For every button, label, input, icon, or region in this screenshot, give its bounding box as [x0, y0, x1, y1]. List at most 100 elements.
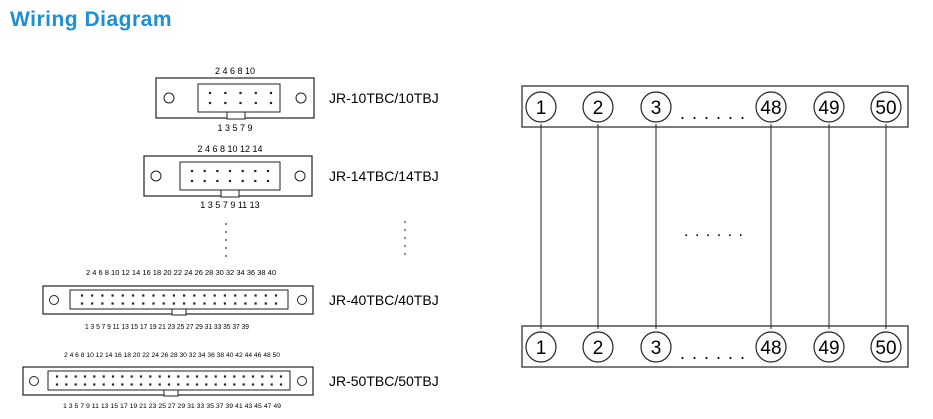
pin-dot [234, 294, 237, 297]
pin-dot [183, 302, 186, 305]
pin-dot [83, 383, 87, 386]
pin-dot [121, 302, 124, 305]
pin-dot [241, 179, 244, 183]
terminal: 50 [870, 91, 902, 123]
pin-dot [162, 302, 165, 305]
terminal: 50 [870, 331, 902, 363]
pin-block [69, 289, 289, 310]
terminal: 49 [813, 331, 845, 363]
pin-dot [244, 302, 247, 305]
pin-dot [254, 179, 257, 183]
pin-dot [111, 302, 114, 305]
pin-dot [186, 383, 189, 386]
terminal-number: 48 [760, 98, 781, 119]
mount-hole-icon [297, 376, 307, 386]
key-notch [226, 111, 246, 120]
pin-dot [93, 375, 96, 378]
terminal: 1 [525, 331, 557, 363]
odd-pin-numbers: 1 3 5 7 9 11 13 [200, 200, 259, 210]
pin-dot [65, 383, 68, 386]
pin-dot [93, 383, 96, 386]
pin-dot [224, 91, 227, 95]
pin-dot [203, 169, 206, 173]
pin-dot [74, 383, 77, 386]
terminal-number: 2 [593, 338, 604, 359]
pin-dot [223, 375, 227, 378]
pin-dot [279, 375, 283, 378]
pin-dot [223, 302, 226, 305]
pin-dot [242, 375, 245, 378]
pin-dot [266, 169, 270, 173]
pin-dot [214, 383, 217, 386]
terminal-number: 49 [818, 338, 839, 359]
terminal-number: 49 [818, 98, 839, 119]
top-terminal-strip [521, 85, 909, 128]
terminal: 48 [755, 91, 787, 123]
pin-dot [233, 375, 236, 378]
pin-dot [167, 375, 171, 378]
pin-dot [274, 294, 278, 297]
pin-dot [233, 383, 236, 386]
pin-dot [244, 294, 247, 297]
pin-dot [228, 179, 232, 183]
connector-14pin: 2 4 6 8 10 12 14 1 3 5 7 9 11 13 JR-14TB… [143, 144, 439, 210]
mount-hole-icon [295, 92, 307, 104]
pin-dot [91, 302, 94, 305]
pin-dot [55, 383, 59, 386]
pin-dot [239, 91, 242, 95]
connector-model-label: JR-40TBC/40TBJ [329, 292, 439, 308]
even-pin-numbers: 2 4 6 8 10 12 14 16 18 20 22 24 26 28 30… [64, 353, 281, 359]
mount-hole-icon [297, 295, 307, 305]
key-notch [220, 189, 240, 198]
pin-dot [195, 375, 199, 378]
page-title: Wiring Diagram [10, 8, 172, 31]
even-pin-numbers: 2 4 6 8 10 12 14 [197, 144, 262, 154]
pin-block [197, 83, 281, 113]
pin-dot [193, 294, 196, 297]
pin-dot [223, 294, 226, 297]
pin-dot [279, 383, 283, 386]
pin-dot [239, 101, 242, 105]
pin-dot [242, 383, 245, 386]
terminal-number: 3 [651, 338, 662, 359]
mount-hole-icon [163, 92, 175, 104]
connector-50pin: 2 4 6 8 10 12 14 16 18 20 22 24 26 28 30… [22, 353, 439, 410]
pin-dot [102, 383, 105, 386]
pin-dot [132, 302, 135, 305]
pin-dot [101, 302, 104, 305]
pin-dot [251, 383, 255, 386]
pin-dot [203, 302, 206, 305]
terminal: 3 [640, 331, 672, 363]
pin-dot [121, 383, 124, 386]
terminal-diagram: 1 2 3 48 49 50 . . . . . . . . . . . . 1… [521, 85, 909, 368]
pin-dot [162, 294, 165, 297]
terminal: 1 [525, 91, 557, 123]
top-terminals: 1 2 3 48 49 50 . . . . . . [525, 91, 902, 123]
pin-dot [74, 375, 77, 378]
pin-dot [65, 375, 68, 378]
pin-dot [205, 375, 208, 378]
pin-dot [111, 383, 115, 386]
mount-hole-icon [294, 170, 306, 182]
terminal-number: 48 [760, 338, 781, 359]
pin-dot [205, 383, 208, 386]
pin-dot [213, 302, 216, 305]
odd-pin-numbers: 1 3 5 7 9 [217, 123, 252, 133]
pin-dot [264, 294, 267, 297]
pin-dot [214, 375, 217, 378]
connector-model-label: JR-50TBC/50TBJ [329, 373, 439, 389]
pin-dot [223, 383, 227, 386]
pin-block [179, 161, 281, 191]
bottom-terminals: 1 2 3 48 49 50 . . . . . . [525, 331, 902, 363]
pin-dot [80, 302, 84, 305]
pin-dot [213, 294, 216, 297]
mount-hole-icon [49, 295, 59, 305]
pin-dot [224, 101, 227, 105]
terminal-number: 2 [593, 98, 604, 119]
connector-10pin: 2 4 6 8 10 1 3 5 7 9 JR-10TBC/10TBJ [155, 66, 439, 133]
mount-hole-icon [150, 170, 162, 182]
pin-dot [251, 375, 255, 378]
pin-dot [208, 101, 212, 105]
pin-dot [241, 169, 244, 173]
even-pin-numbers: 2 4 6 8 10 12 14 16 18 20 22 24 26 28 30… [86, 270, 276, 277]
